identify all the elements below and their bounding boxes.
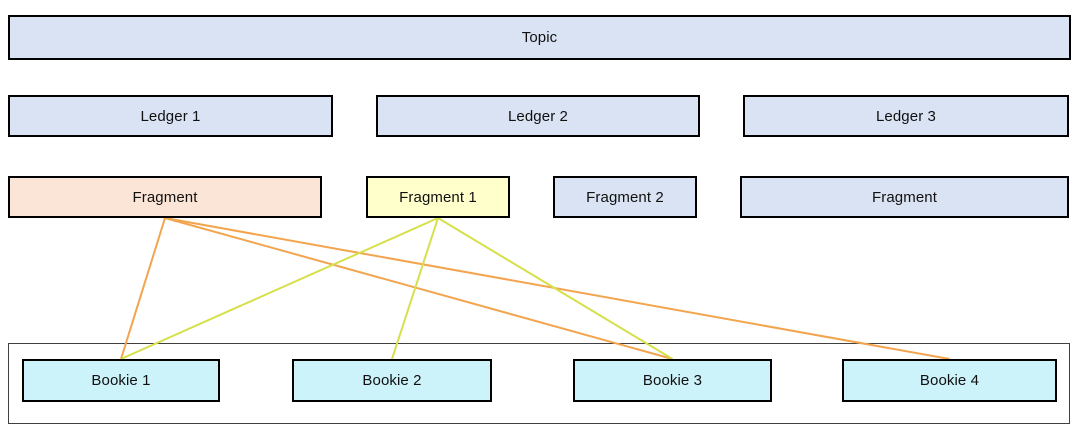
bookie-4-box: Bookie 4: [842, 359, 1057, 402]
ledger-3-label: Ledger 3: [875, 107, 937, 125]
ledger-1-label: Ledger 1: [140, 107, 201, 125]
ledger-3-box: Ledger 3: [743, 95, 1069, 137]
ledger-2-box: Ledger 2: [376, 95, 700, 137]
bookie-1-label: Bookie 1: [91, 372, 151, 389]
ledger-1-box: Ledger 1: [8, 95, 333, 137]
fragment-box-ledger1: Fragment: [8, 176, 322, 218]
fragment-1-box: Fragment 1: [366, 176, 510, 218]
fragment-2-box: Fragment 2: [553, 176, 697, 218]
fragment-label: Fragment: [132, 188, 198, 206]
bookie-3-box: Bookie 3: [573, 359, 772, 402]
bookie-2-box: Bookie 2: [292, 359, 492, 402]
bookie-3-label: Bookie 3: [642, 372, 703, 389]
topic-label: Topic: [521, 29, 558, 46]
bookie-2-label: Bookie 2: [362, 372, 422, 389]
fragment-1-label: Fragment 1: [399, 188, 477, 206]
ledger-2-label: Ledger 2: [507, 107, 569, 125]
bookie-4-label: Bookie 4: [919, 372, 980, 389]
fragment-label: Fragment: [872, 188, 937, 206]
bookie-1-box: Bookie 1: [22, 359, 220, 402]
fragment-2-label: Fragment 2: [586, 188, 664, 206]
fragment-box-ledger3: Fragment: [740, 176, 1069, 218]
topic-box: Topic: [8, 15, 1071, 60]
